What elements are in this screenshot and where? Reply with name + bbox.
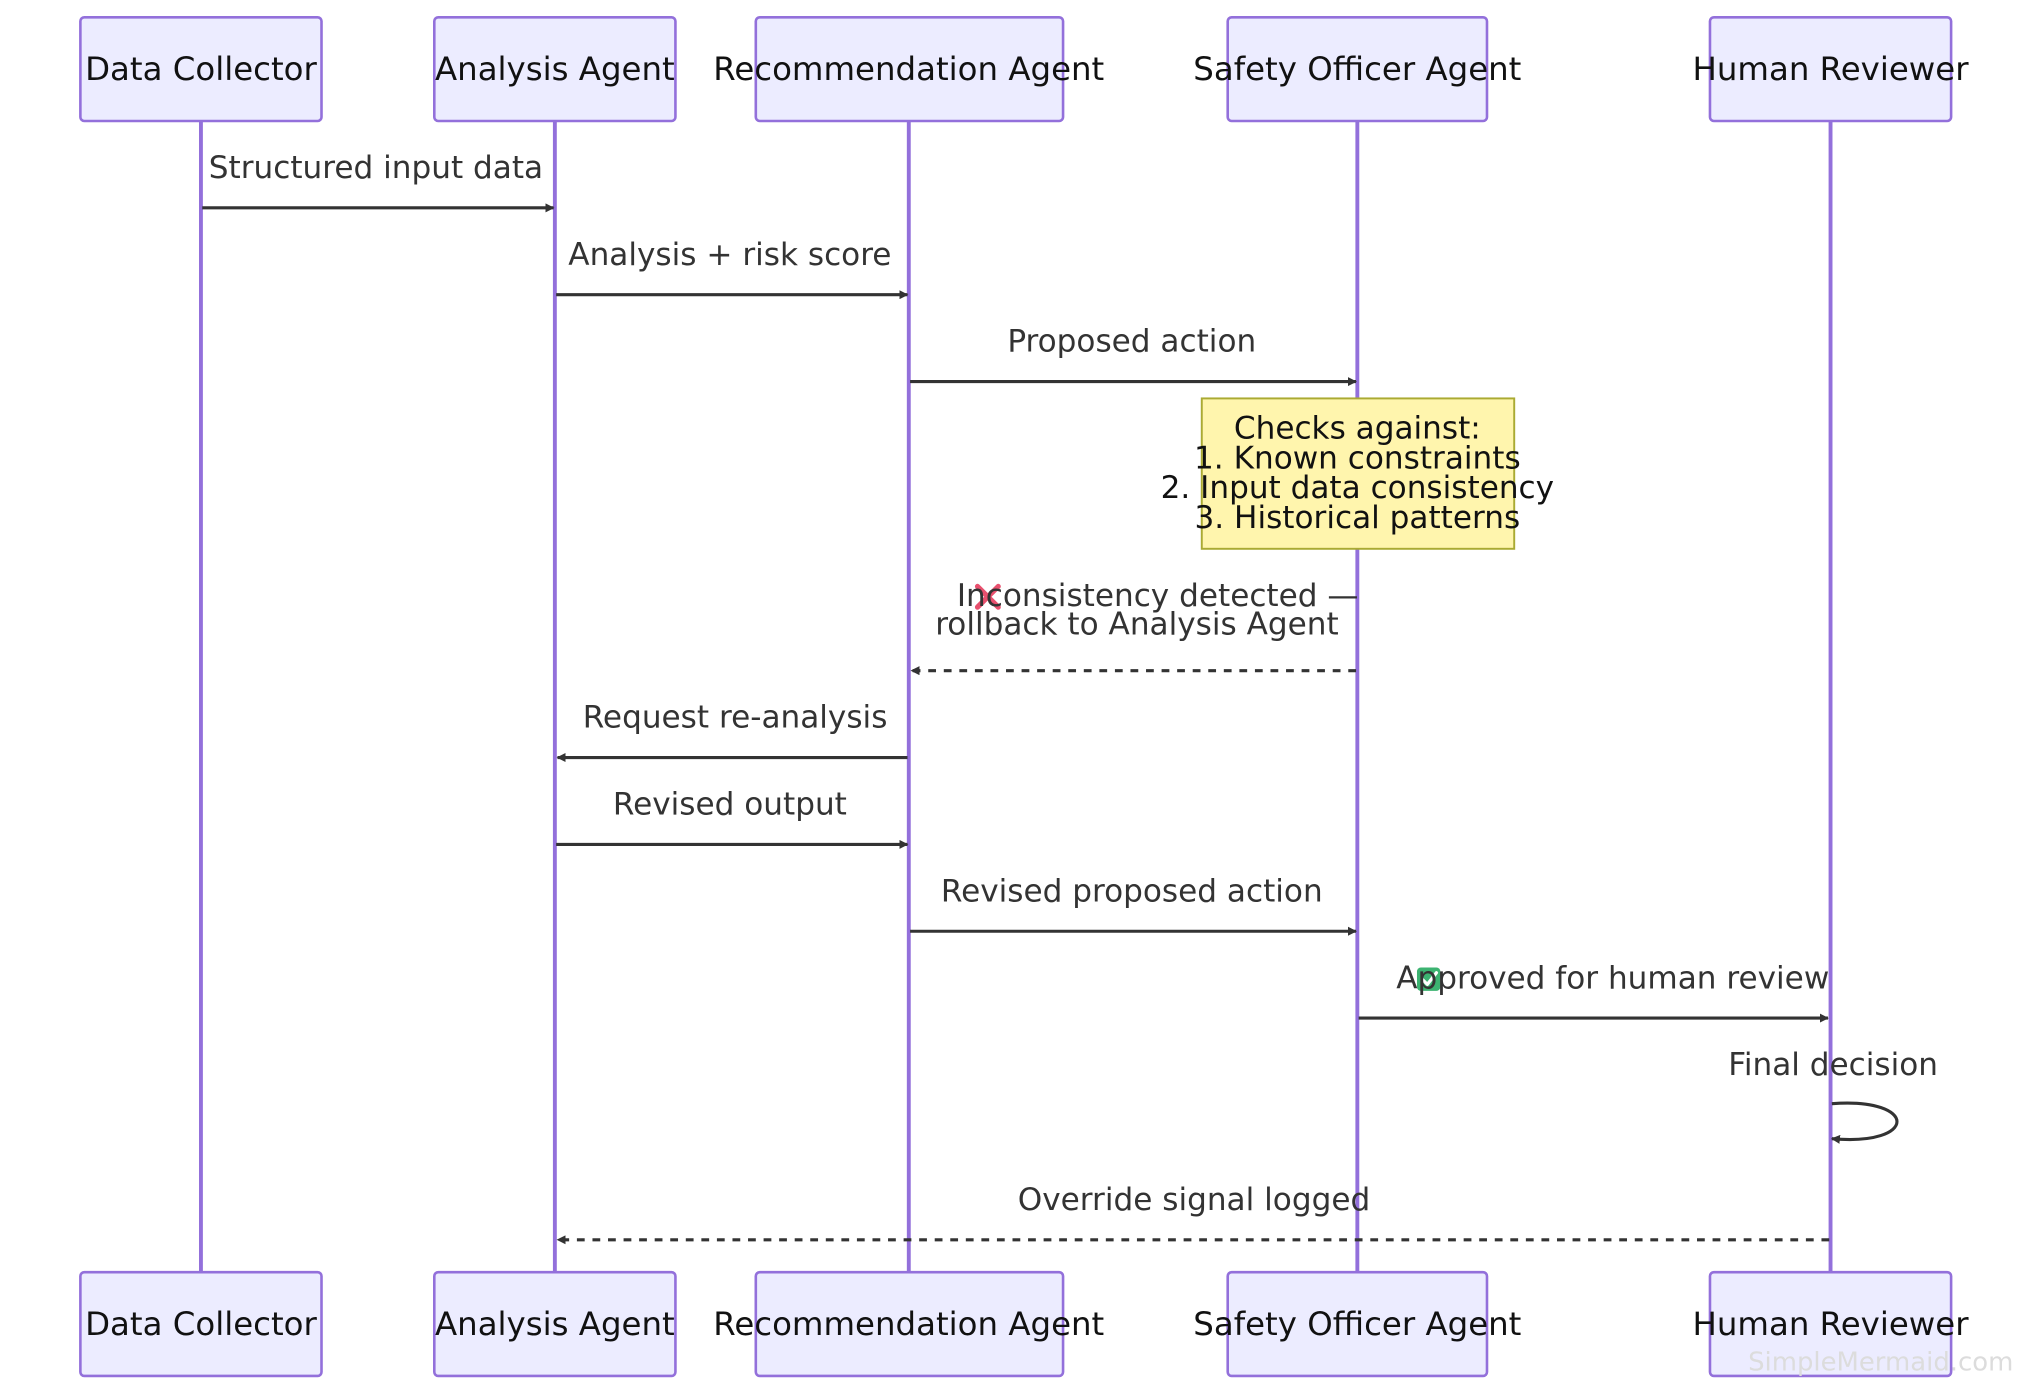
actor-human-reviewer-bottom[interactable]: Human Reviewer: [1693, 1270, 1970, 1378]
watermark: SimpleMermaid.com: [1748, 1348, 2013, 1378]
note-checks: Checks against: 1. Known constraints 2. …: [1161, 397, 1554, 550]
message-label: Override signal logged: [1018, 1182, 1370, 1218]
actor-data-collector-bottom[interactable]: Data Collector: [79, 1270, 323, 1378]
note-line: 2. Input data consistency: [1161, 470, 1554, 506]
message-override-signal-logged: Override signal logged: [556, 1182, 1830, 1245]
message-inconsistency-detected: Inconsistency detected — rollback to Ana…: [910, 578, 1359, 676]
message-revised-output: Revised output: [556, 787, 909, 849]
actor-label: Safety Officer Agent: [1193, 1305, 1521, 1343]
message-label-line2: rollback to Analysis Agent: [935, 606, 1339, 642]
message-revised-proposed-action: Revised proposed action: [910, 873, 1357, 936]
actor-recommendation-agent-bottom[interactable]: Recommendation Agent: [713, 1270, 1104, 1378]
message-label: Approved for human review: [1396, 960, 1829, 996]
message-proposed-action: Proposed action: [910, 324, 1357, 387]
note-line: Checks against:: [1234, 411, 1481, 447]
actor-data-collector[interactable]: Data Collector: [79, 15, 323, 123]
message-label: Request re-analysis: [583, 700, 888, 736]
actor-label: Data Collector: [85, 1305, 317, 1343]
actors-top: Data Collector Analysis Agent Recommenda…: [79, 15, 1970, 123]
message-final-decision: Final decision: [1728, 1047, 1938, 1144]
actor-human-reviewer[interactable]: Human Reviewer: [1693, 15, 1970, 123]
message-label: Structured input data: [209, 150, 543, 186]
actor-label: Human Reviewer: [1693, 1305, 1970, 1343]
message-label: Proposed action: [1007, 324, 1256, 360]
cross-mark-icon: [974, 583, 1001, 610]
check-mark-icon: [1416, 967, 1441, 991]
message-label: Revised proposed action: [941, 873, 1323, 909]
actor-label: Recommendation Agent: [713, 1305, 1104, 1343]
message-structured-input-data: Structured input data: [202, 150, 555, 213]
message-label: Inconsistency detected —: [957, 578, 1359, 614]
lifelines: [198, 120, 1833, 1273]
actor-label: Analysis Agent: [435, 50, 675, 88]
messages: Structured input data Analysis + risk sc…: [202, 150, 1938, 1245]
actor-label: Recommendation Agent: [713, 50, 1104, 88]
message-label: Revised output: [613, 787, 847, 823]
message-analysis-risk-score: Analysis + risk score: [556, 237, 909, 300]
message-approved-for-human-review: Approved for human review: [1358, 960, 1829, 1023]
message-label: Final decision: [1728, 1047, 1938, 1083]
actor-label: Analysis Agent: [435, 1305, 675, 1343]
actor-safety-officer-agent-bottom[interactable]: Safety Officer Agent: [1193, 1270, 1521, 1378]
actor-label: Human Reviewer: [1693, 50, 1970, 88]
actor-recommendation-agent[interactable]: Recommendation Agent: [713, 15, 1104, 123]
message-label: Analysis + risk score: [568, 237, 891, 273]
actor-analysis-agent-bottom[interactable]: Analysis Agent: [433, 1270, 677, 1378]
actor-safety-officer-agent[interactable]: Safety Officer Agent: [1193, 15, 1521, 123]
message-request-re-analysis: Request re-analysis: [556, 700, 908, 763]
note-line: 3. Historical patterns: [1194, 500, 1520, 536]
actor-analysis-agent[interactable]: Analysis Agent: [433, 15, 677, 123]
actor-label: Safety Officer Agent: [1193, 50, 1521, 88]
note-line: 1. Known constraints: [1194, 440, 1521, 476]
actors-bottom: Data Collector Analysis Agent Recommenda…: [79, 1270, 1970, 1378]
actor-label: Data Collector: [85, 50, 317, 88]
